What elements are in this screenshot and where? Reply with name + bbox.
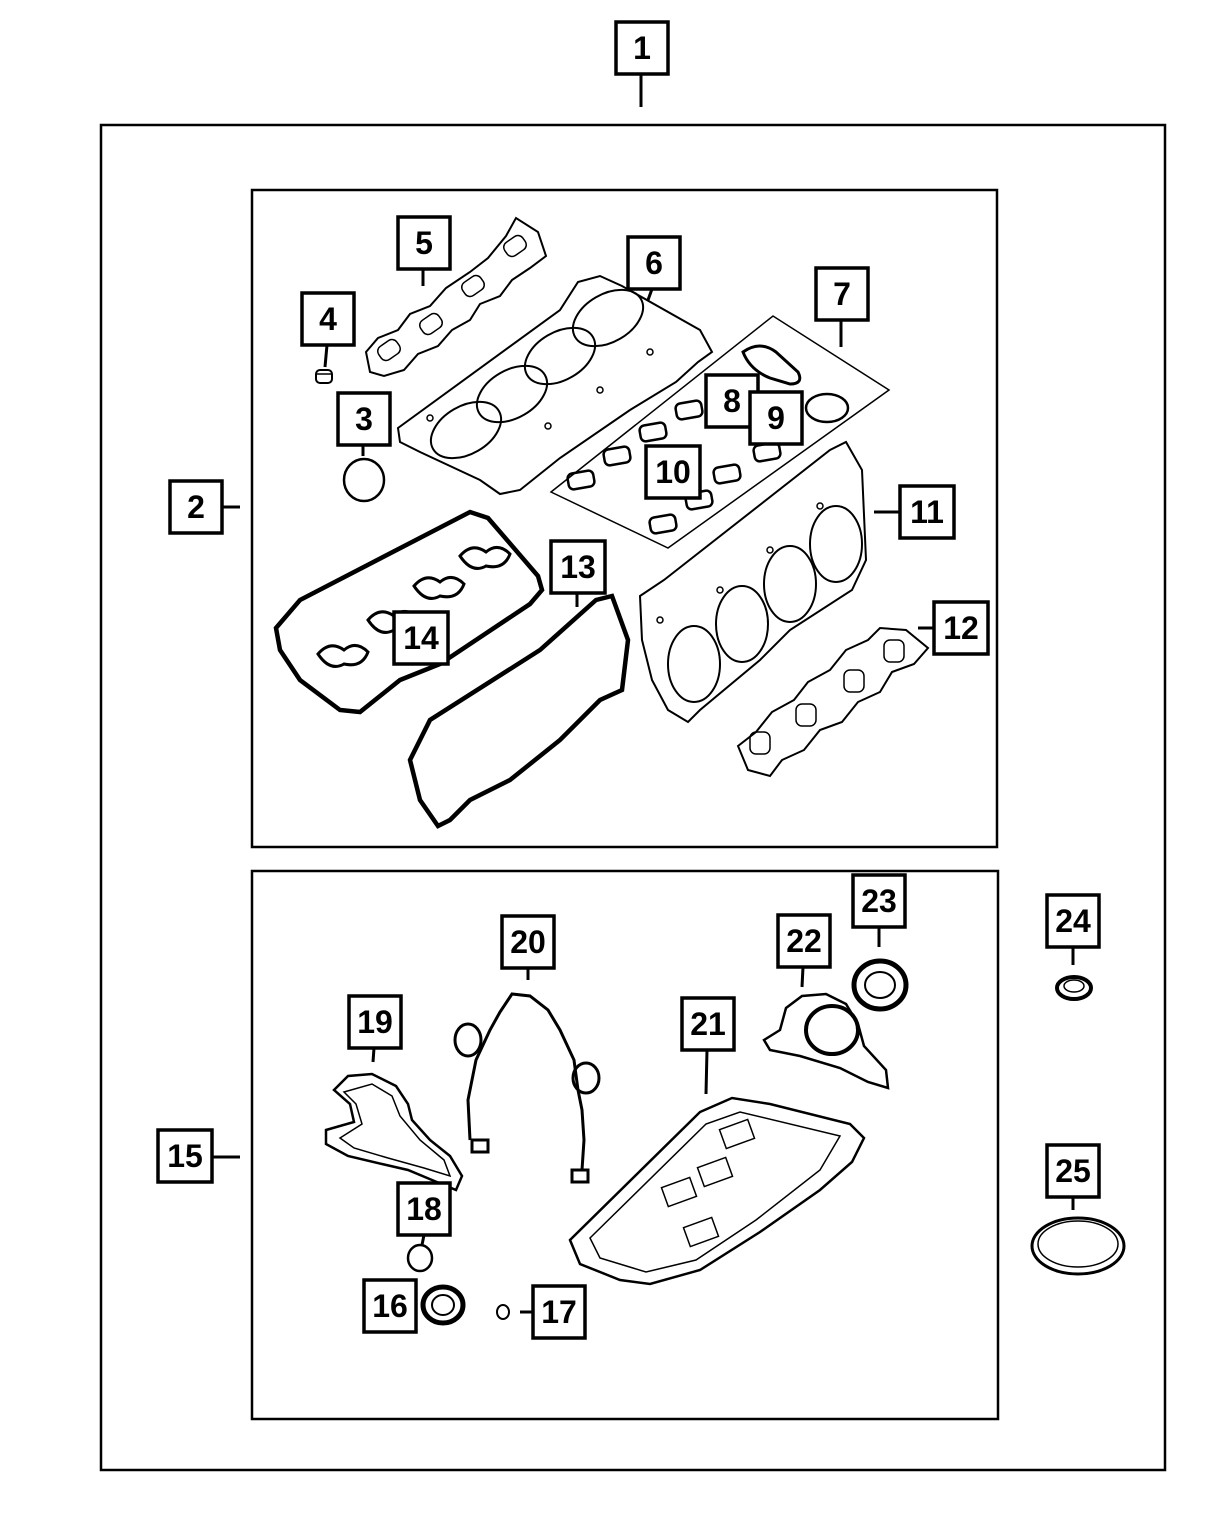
callout-6: 6 — [626, 235, 682, 291]
part-11-cylinder-head-gasket — [638, 440, 868, 724]
part-23-rear-main-seal — [851, 958, 909, 1012]
callout-21: 21 — [680, 996, 736, 1052]
callout-18-label: 18 — [406, 1191, 442, 1227]
callout-22: 22 — [776, 913, 832, 969]
callout-23-label: 23 — [861, 883, 897, 919]
callout-3: 3 — [336, 391, 392, 447]
callout-4: 4 — [300, 291, 356, 347]
callout-24: 24 — [1045, 893, 1101, 949]
callout-17-label: 17 — [541, 1294, 577, 1330]
callout-21-label: 21 — [690, 1006, 726, 1042]
outer-kit-frame — [99, 123, 1167, 1472]
callout-15-label: 15 — [167, 1138, 203, 1174]
callout-1-label: 1 — [633, 30, 651, 66]
part-16-seal — [420, 1284, 466, 1326]
part-25-large-ring — [1030, 1216, 1126, 1276]
callout-9-label: 9 — [767, 400, 785, 436]
callout-23: 23 — [851, 873, 907, 929]
callout-20: 20 — [500, 914, 556, 970]
part-21-oil-pan-gasket — [568, 1096, 866, 1286]
callout-16-label: 16 — [372, 1288, 408, 1324]
callout-10-label: 10 — [655, 454, 691, 490]
callout-6-label: 6 — [645, 245, 663, 281]
callout-25: 25 — [1045, 1143, 1101, 1199]
callout-7-label: 7 — [833, 276, 851, 312]
callout-16: 16 — [362, 1278, 418, 1334]
callout-3-label: 3 — [355, 401, 373, 437]
callout-10: 10 — [644, 444, 702, 500]
part-18-o-ring — [406, 1243, 434, 1273]
callout-4-label: 4 — [319, 301, 337, 337]
part-7-intake-gasket-set — [549, 315, 891, 549]
callout-5-label: 5 — [415, 225, 433, 261]
callout-9: 9 — [748, 390, 804, 446]
callout-22-label: 22 — [786, 923, 822, 959]
lower-gasket-set-frame — [250, 869, 1000, 1421]
part-13-valve-cover-gasket — [407, 593, 631, 829]
part-22-rear-main-seal-retainer — [762, 992, 890, 1090]
part-24-seal-ring — [1055, 975, 1093, 1001]
part-19-water-pump-gasket — [324, 1072, 464, 1192]
callout-24-label: 24 — [1055, 903, 1091, 939]
callout-19: 19 — [347, 994, 403, 1050]
callout-20-label: 20 — [510, 924, 546, 960]
callout-8-label: 8 — [723, 383, 741, 419]
callout-11-label: 11 — [910, 494, 944, 530]
callout-18: 18 — [396, 1181, 452, 1237]
callout-14: 14 — [392, 610, 450, 666]
callout-12-label: 12 — [943, 610, 979, 646]
part-17-o-ring — [496, 1304, 510, 1320]
part-14-valve-cover-gasket — [273, 509, 545, 715]
callout-7: 7 — [814, 266, 870, 322]
callout-19-label: 19 — [357, 1004, 393, 1040]
spark-plug-tube-seals — [316, 546, 512, 668]
callout-11: 11 — [898, 484, 956, 540]
part-12-exhaust-manifold-gasket — [736, 626, 930, 778]
callout-14-label: 14 — [403, 620, 439, 656]
upper-gasket-set-frame — [250, 188, 999, 849]
part-5-exhaust-manifold-gasket — [364, 216, 548, 378]
callout-15: 15 — [156, 1128, 214, 1184]
callout-25-label: 25 — [1055, 1153, 1091, 1189]
callout-13-label: 13 — [560, 549, 596, 585]
part-4-plug — [315, 369, 333, 384]
part-20-timing-cover-gasket — [453, 992, 601, 1184]
callout-1: 1 — [614, 20, 670, 76]
callout-12: 12 — [932, 600, 990, 656]
part-6-cylinder-head-gasket — [396, 274, 714, 496]
callout-17: 17 — [531, 1284, 587, 1340]
callout-13: 13 — [549, 539, 607, 595]
part-3-o-ring — [342, 457, 386, 503]
callout-2-label: 2 — [187, 489, 205, 525]
callout-5: 5 — [396, 215, 452, 271]
callout-2: 2 — [168, 479, 224, 535]
